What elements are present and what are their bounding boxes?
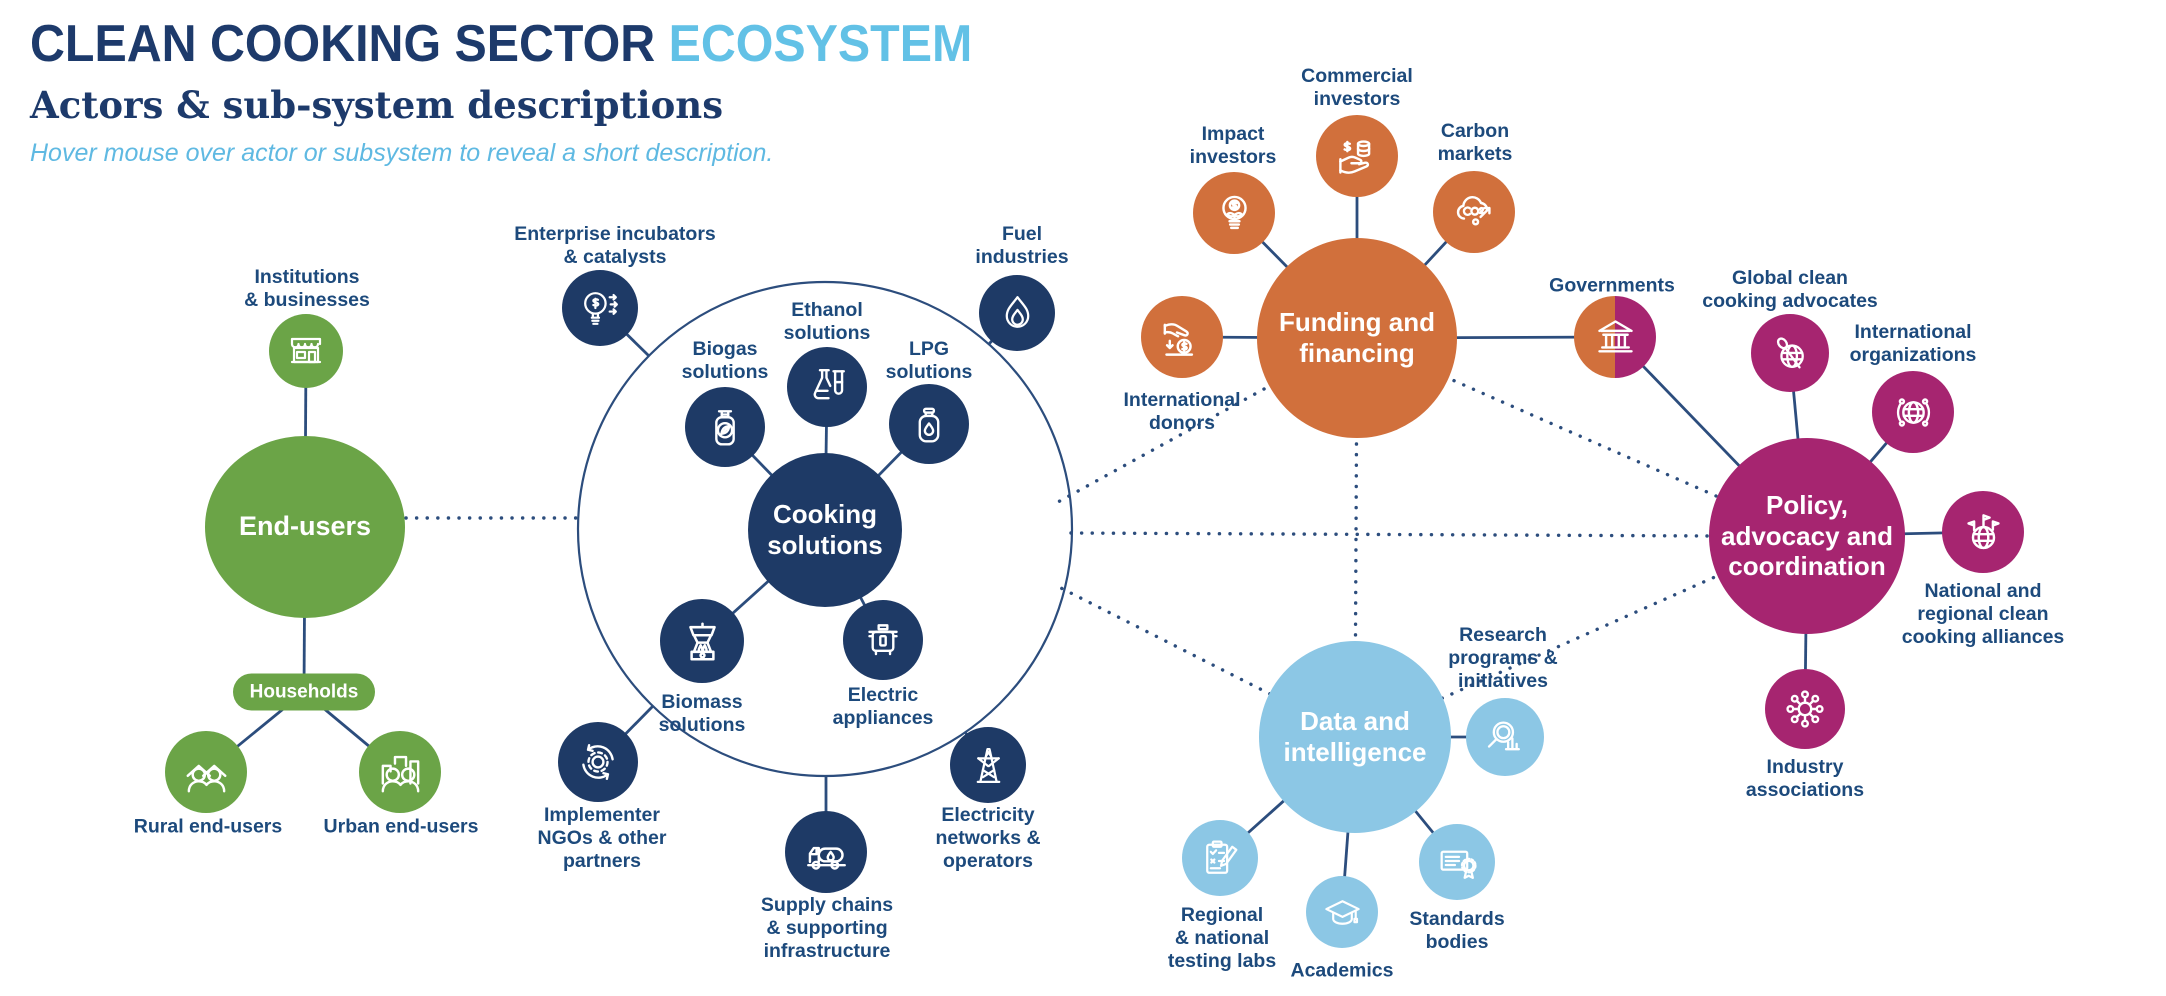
label-enterprise-incubators: Enterprise incubators & catalysts — [514, 223, 716, 268]
power-tower-icon — [964, 741, 1013, 790]
node-research-programs[interactable] — [1466, 698, 1544, 776]
network-hub-icon — [1779, 683, 1831, 735]
node-impact-investors[interactable] — [1193, 172, 1275, 254]
dotted-link — [1069, 531, 1717, 538]
biogas-canister-icon — [699, 401, 751, 453]
node-electricity-networks[interactable] — [950, 727, 1026, 803]
node-governments[interactable] — [1574, 296, 1656, 378]
label-governments: Governments — [1549, 274, 1675, 297]
stove-icon — [675, 614, 730, 669]
bulb-dollar-plant-icon — [1208, 187, 1261, 240]
title-accent: ECOSYSTEM — [668, 15, 973, 73]
label-impact-investors: Impact investors — [1189, 123, 1277, 168]
hub-policy-advocacy-and-coordination[interactable]: Policy, advocacy and coordination — [1709, 438, 1905, 634]
node-industry-associations[interactable] — [1765, 669, 1845, 749]
node-testing-labs[interactable] — [1182, 820, 1258, 896]
bulb-dollar-arrows-icon — [576, 284, 625, 333]
co2-cloud-icon — [1448, 186, 1501, 239]
node-enterprise-incubators[interactable] — [562, 270, 638, 346]
label-implementer-ngos: Implementer NGOs & other partners — [537, 803, 667, 872]
label-national-regional-alliances: National and regional clean cooking alli… — [1901, 579, 2065, 648]
node-international-organizations[interactable] — [1872, 371, 1954, 453]
flask-tube-icon — [801, 361, 853, 413]
label-fuel-industries: Fuel industries — [975, 223, 1069, 268]
label-global-clean-cooking-advocates: Global clean cooking advocates — [1702, 267, 1878, 312]
dotted-link — [1053, 583, 1357, 739]
lpg-cylinder-icon — [903, 398, 955, 450]
hover-hint: Hover mouse over actor or subsystem to r… — [30, 139, 774, 167]
flame-icon — [993, 289, 1042, 338]
hub-cooking-solutions[interactable]: Cooking solutions — [748, 453, 902, 607]
title-main: CLEAN COOKING SECTOR — [30, 15, 656, 73]
certificate-icon — [1433, 838, 1482, 887]
label-academics: Academics — [1290, 959, 1394, 982]
label-biogas-solutions: Biogas solutions — [681, 338, 769, 383]
hub-funding-and-financing[interactable]: Funding and financing — [1257, 238, 1457, 438]
label-carbon-markets: Carbon markets — [1437, 120, 1513, 165]
node-implementer-ngos[interactable] — [558, 722, 638, 802]
page-title: CLEAN COOKING SECTOR ECOSYSTEM — [30, 14, 972, 74]
label-electric-appliances: Electric appliances — [832, 684, 934, 729]
tanker-truck-icon — [800, 826, 853, 879]
node-carbon-markets[interactable] — [1433, 171, 1515, 253]
node-ethanol-solutions[interactable] — [787, 347, 867, 427]
pressure-cooker-icon — [857, 614, 909, 666]
node-electric-appliances[interactable] — [843, 600, 923, 680]
pill-households[interactable]: Households — [233, 673, 375, 711]
gear-sync-icon — [572, 736, 624, 788]
label-testing-labs: Regional & national testing labs — [1167, 903, 1277, 972]
label-electricity-networks: Electricity networks & operators — [935, 803, 1041, 872]
node-national-regional-alliances[interactable] — [1942, 491, 2024, 573]
node-academics[interactable] — [1306, 876, 1378, 948]
bank-icon — [1589, 311, 1642, 364]
label-biomass-solutions: Biomass solutions — [658, 691, 746, 736]
hand-donate-icon — [1156, 311, 1209, 364]
label-standards-bodies: Standards bodies — [1409, 908, 1505, 953]
node-institutions-businesses[interactable] — [269, 314, 343, 388]
label-urban-end-users: Urban end-users — [323, 815, 479, 838]
node-standards-bodies[interactable] — [1419, 824, 1495, 900]
label-lpg-solutions: LPG solutions — [885, 338, 973, 383]
people-home-icon — [180, 746, 233, 799]
node-fuel-industries[interactable] — [979, 275, 1055, 351]
node-biomass-solutions[interactable] — [660, 599, 744, 683]
people-city-icon — [374, 746, 427, 799]
node-global-clean-cooking-advocates[interactable] — [1751, 314, 1829, 392]
magnifier-chart-icon — [1480, 712, 1531, 763]
hub-data-and-intelligence[interactable]: Data and intelligence — [1259, 641, 1451, 833]
label-international-organizations: International organizations — [1849, 321, 1977, 366]
header: CLEAN COOKING SECTOR ECOSYSTEM Actors & … — [30, 14, 1043, 168]
label-industry-associations: Industry associations — [1745, 756, 1865, 801]
grad-cap-icon — [1319, 889, 1366, 936]
label-institutions-businesses: Institutions & businesses — [244, 266, 370, 311]
node-biogas-solutions[interactable] — [685, 387, 765, 467]
storefront-icon — [282, 327, 330, 375]
label-commercial-investors: Commercial investors — [1301, 65, 1413, 110]
node-international-donors[interactable] — [1141, 296, 1223, 378]
label-rural-end-users: Rural end-users — [133, 815, 283, 838]
clipboard-check-icon — [1196, 834, 1245, 883]
dotted-link — [1056, 336, 1359, 504]
node-rural-end-users[interactable] — [165, 731, 247, 813]
cooking-ecosystem-ring — [576, 280, 1074, 778]
label-ethanol-solutions: Ethanol solutions — [783, 299, 871, 344]
label-international-donors: International donors — [1123, 389, 1241, 434]
page-subtitle: Actors & sub-system descriptions — [30, 83, 724, 127]
node-urban-end-users[interactable] — [359, 731, 441, 813]
node-supply-chains[interactable] — [785, 811, 867, 893]
hand-coins-icon — [1331, 130, 1384, 183]
hub-end-users[interactable]: End-users — [205, 436, 405, 618]
globe-flags-icon — [1957, 506, 2010, 559]
globe-orbit-icon — [1887, 386, 1940, 439]
label-supply-chains: Supply chains & supporting infrastructur… — [760, 893, 894, 962]
node-lpg-solutions[interactable] — [889, 384, 969, 464]
node-commercial-investors[interactable] — [1316, 115, 1398, 197]
globe-spoon-icon — [1765, 328, 1816, 379]
label-research-programs: Research programs & initiatives — [1448, 623, 1558, 692]
